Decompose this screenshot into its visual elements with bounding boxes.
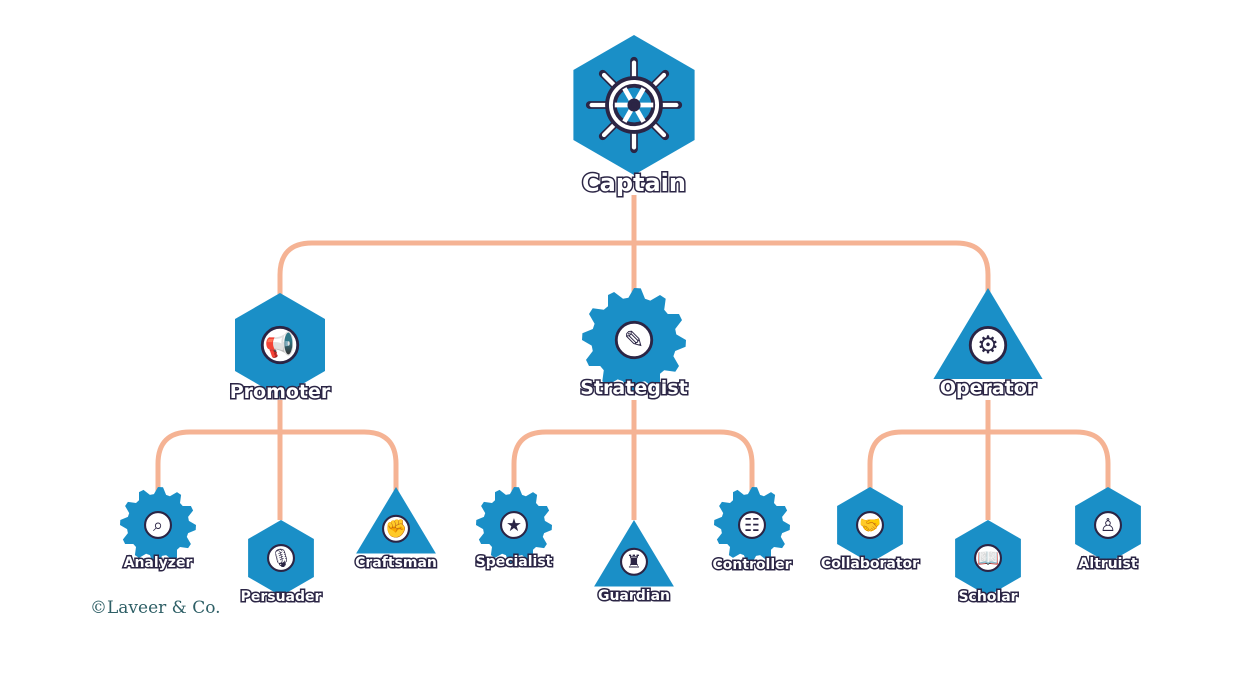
ship-wheel-icon [585,56,683,154]
node-persuader[interactable]: 🎙 Persuader [239,520,323,607]
node-operator[interactable]: ⚙ Operator [933,288,1043,401]
svg-text:♜: ♜ [626,553,642,573]
svg-text:♙: ♙ [1100,516,1116,536]
binary-magnifier-icon: ⌕ [143,510,173,540]
node-specialist[interactable]: ★ Specialist [474,487,554,572]
book-icon: 📖 [973,543,1003,573]
svg-text:✊: ✊ [385,519,407,540]
node-guardian[interactable]: ♜ Guardian [594,520,674,606]
node-collaborator[interactable]: 🤝 Collaborator [819,487,921,574]
svg-text:⚙: ⚙ [977,330,999,359]
svg-text:★: ★ [506,516,522,536]
microphone-icon: 🎙 [266,543,296,573]
node-strategist[interactable]: ✎ Strategist [579,288,689,401]
node-label: Captain [582,169,686,197]
node-craftsman[interactable]: ✊ Craftsman [354,487,438,573]
play-diagram-icon: ✎ [614,320,654,360]
node-label: Scholar [958,589,1017,605]
node-label: Operator [940,377,1037,399]
handshake-icon: 🤝 [855,510,885,540]
sliders-icon: ☷ [737,510,767,540]
svg-text:☷: ☷ [744,516,760,536]
node-promoter[interactable]: 📢 Promoter [228,293,332,405]
megaphone-icon: 📢 [260,325,300,365]
node-label: Promoter [230,381,331,403]
node-label: Craftsman [355,555,437,571]
star-icon: ★ [499,510,529,540]
svg-text:📢: 📢 [265,330,295,360]
gears-icon: ⚙ [968,326,1008,365]
node-label: Specialist [476,554,553,570]
svg-text:✎: ✎ [624,325,644,354]
svg-text:📖: 📖 [977,549,999,569]
node-analyzer[interactable]: ⌕ Analyzer [120,487,196,573]
node-label: Controller [712,557,791,573]
node-label: Altruist [1078,556,1137,572]
svg-text:🤝: 🤝 [859,516,881,536]
node-captain[interactable]: Captain [573,35,695,199]
svg-text:🎙: 🎙 [270,548,293,569]
lighthouse-icon: ♜ [619,547,649,576]
connector-lines [155,195,1111,520]
node-label: Guardian [598,588,670,604]
node-controller[interactable]: ☷ Controller [711,487,793,575]
node-altruist[interactable]: ♙ Altruist [1075,487,1141,574]
node-scholar[interactable]: 📖 Scholar [955,520,1021,607]
svg-text:⌕: ⌕ [153,516,163,536]
node-label: Persuader [241,589,322,605]
node-label: Strategist [580,377,687,399]
lantern-icon: ♙ [1093,510,1123,540]
fist-wrench-icon: ✊ [381,514,411,543]
node-label: Collaborator [821,556,919,572]
connector-line [155,429,399,495]
copyright-text: ©Laveer & Co. [90,598,221,618]
node-label: Analyzer [124,555,193,571]
